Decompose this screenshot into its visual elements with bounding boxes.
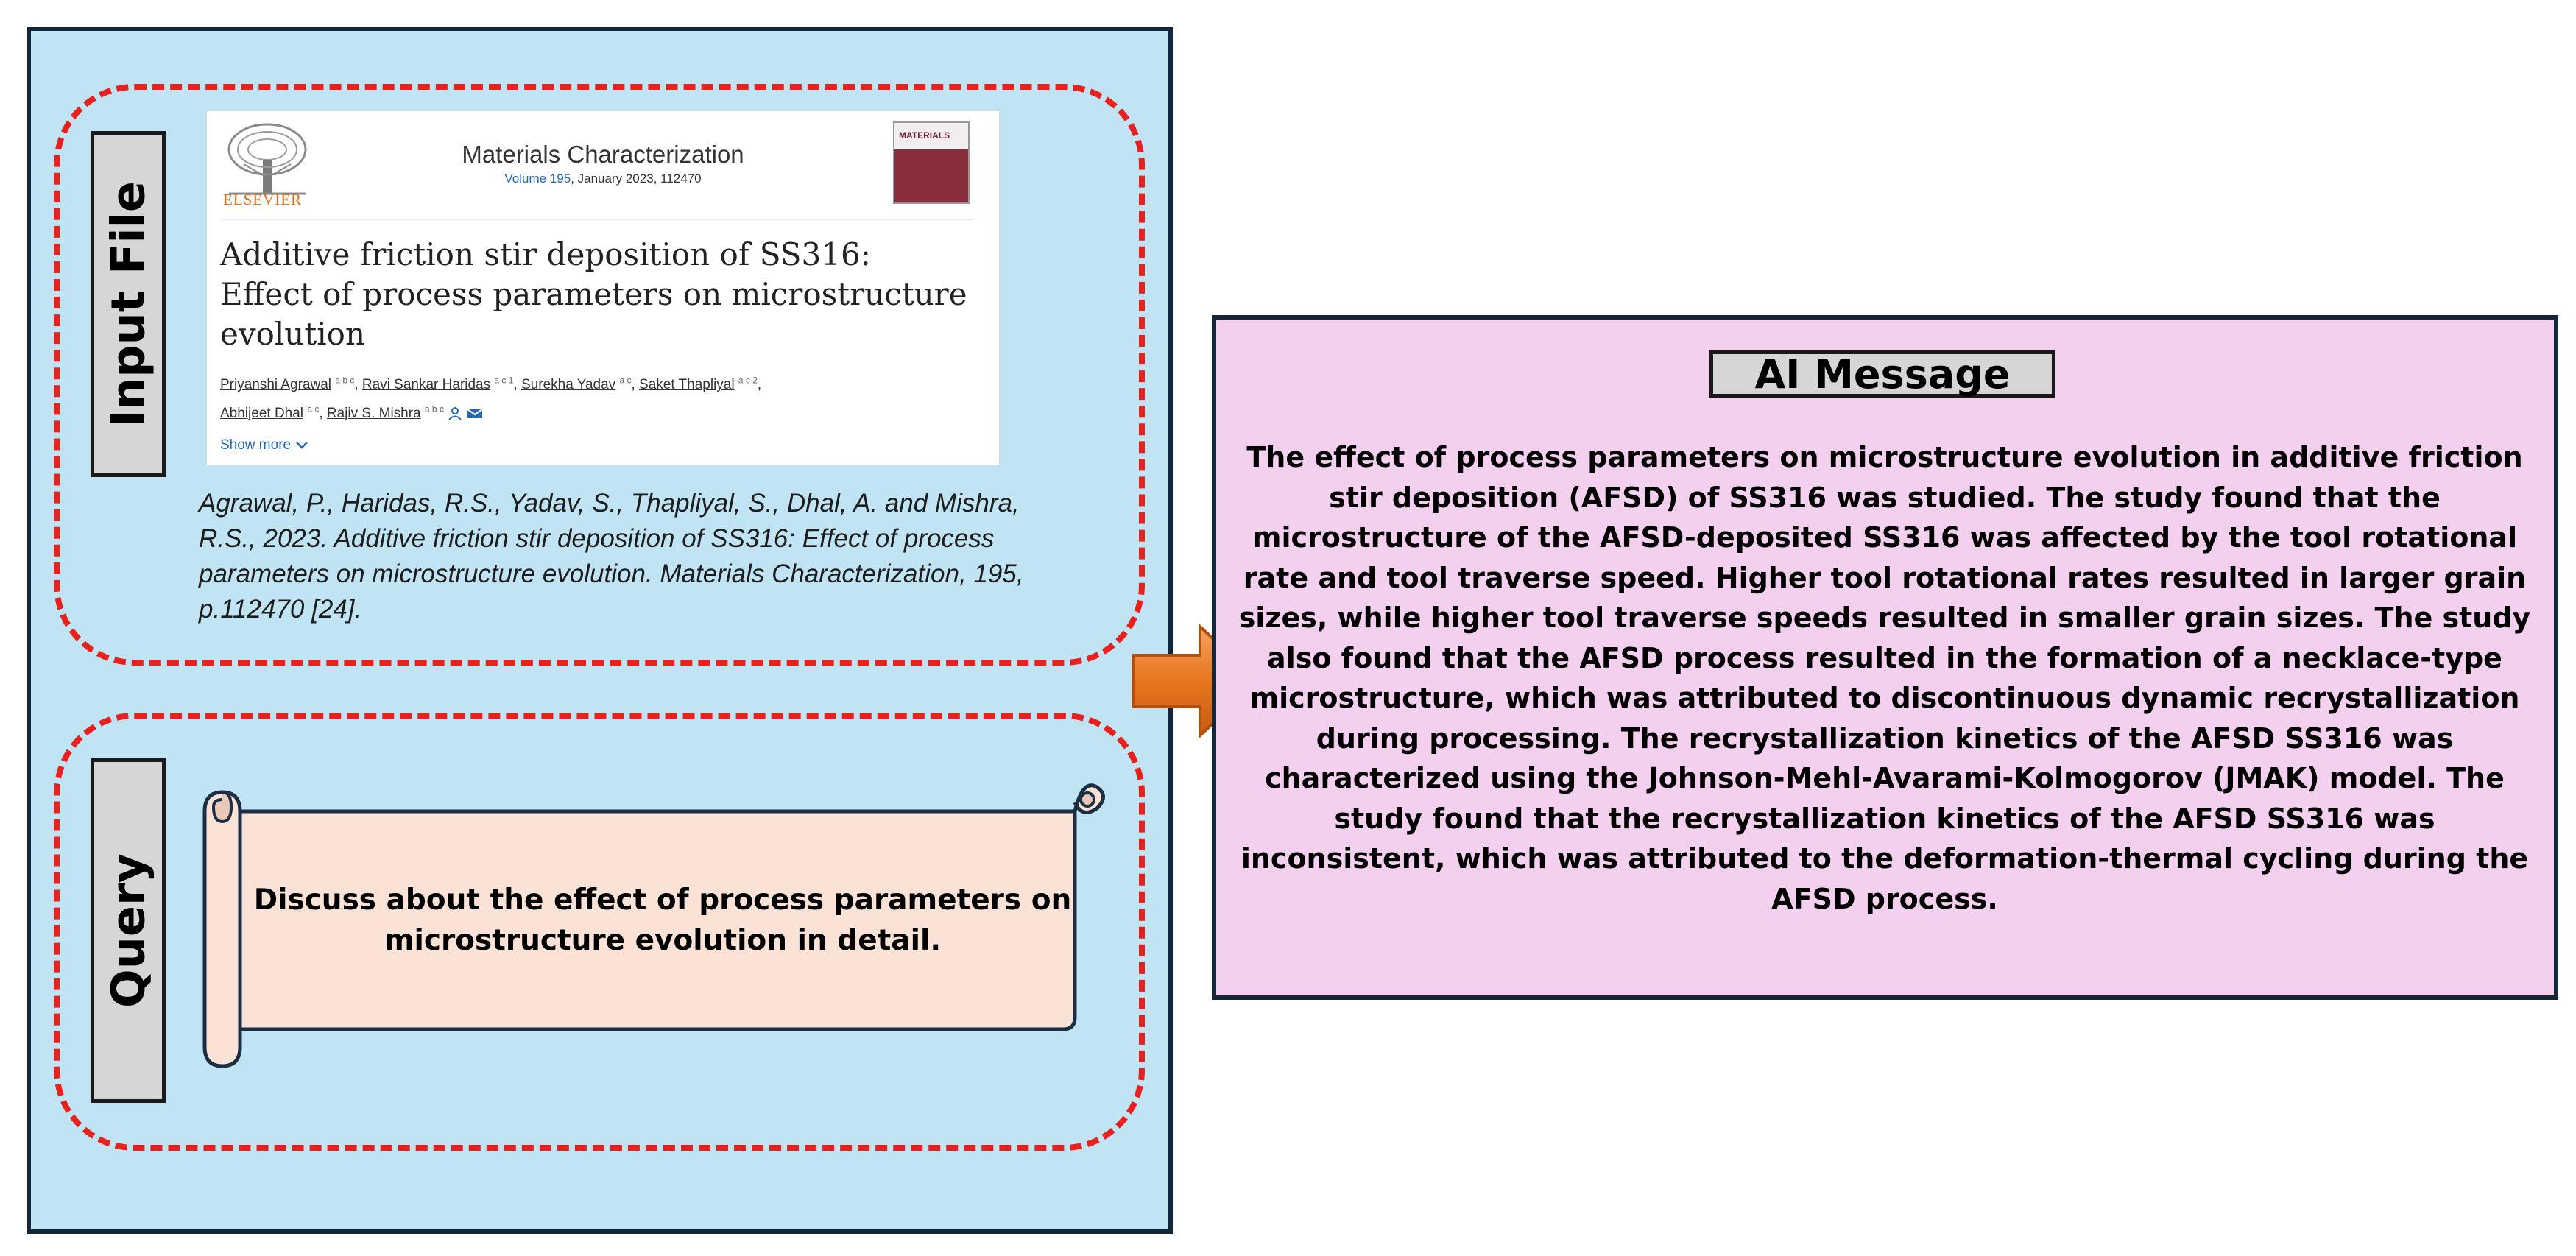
input-file-group: [54, 84, 1145, 666]
author[interactable]: Priyanshi Agrawal a b c,: [220, 375, 362, 393]
ai-message-box: [1212, 315, 2558, 1000]
chevron-down-icon: [296, 442, 308, 449]
query-text: Discuss about the effect of process para…: [253, 883, 1072, 957]
scroll-banner: [202, 783, 1105, 1068]
input-file-label-text: Input File: [101, 181, 155, 427]
author[interactable]: Saket Thapliyal a c 2,: [639, 375, 762, 393]
author[interactable]: Rajiv S. Mishra a b c: [326, 403, 444, 421]
author[interactable]: Abhijeet Dhal a c,: [220, 403, 327, 421]
citation-text: Agrawal, P., Haridas, R.S., Yadav, S., T…: [199, 489, 1024, 624]
ai-message-body: The effect of process parameters on micr…: [1238, 441, 2531, 915]
author-list: Priyanshi Agrawal a b c, Ravi Sankar Har…: [220, 369, 971, 426]
author[interactable]: Ravi Sankar Haridas a c 1,: [361, 375, 521, 393]
journal-name: Materials Characterization: [462, 141, 744, 168]
ai-message-title: AI Message: [1709, 350, 2055, 398]
volume-link[interactable]: Volume 195: [504, 172, 571, 186]
query-label-text: Query: [101, 853, 155, 1008]
volume-details: , January 2023, 112470: [571, 172, 702, 186]
query-label: Query: [91, 758, 166, 1103]
paper-screenshot: ELSEVIER Materials Characterization Volu…: [206, 110, 1000, 465]
query-group: [54, 713, 1145, 1151]
cover-header: [894, 123, 968, 149]
cover-text: MATERIALS: [899, 130, 950, 141]
email-icon[interactable]: [466, 408, 483, 420]
input-file-label: Input File: [91, 131, 166, 477]
journal-volume: Volume 195, January 2023, 112470: [207, 172, 999, 186]
paper-title: Additive friction stir deposition of SS3…: [220, 236, 967, 352]
elsevier-tree-icon: [227, 123, 307, 195]
show-more-link[interactable]: Show more: [220, 437, 309, 454]
header-divider: [222, 219, 973, 220]
journal-cover-image: MATERIALS: [893, 121, 970, 204]
person-icon[interactable]: [448, 406, 462, 420]
publisher-logo-text: ELSEVIER: [223, 191, 303, 208]
author[interactable]: Surekha Yadav a c,: [521, 375, 640, 393]
